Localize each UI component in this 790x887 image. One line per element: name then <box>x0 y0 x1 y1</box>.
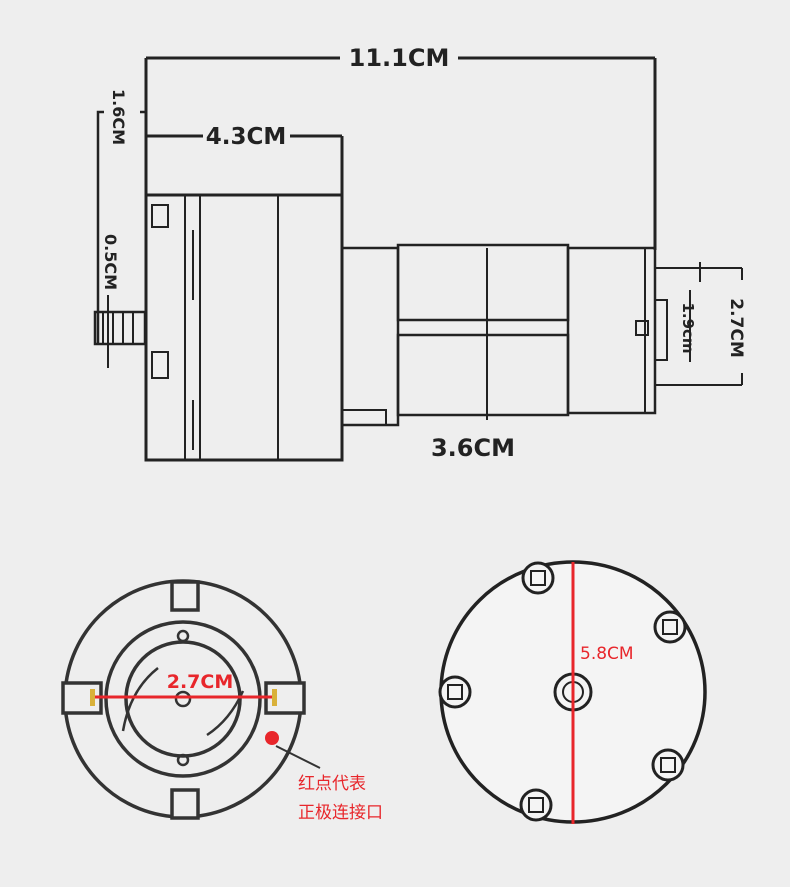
terminal-positive <box>272 689 277 706</box>
note-line-2: 正极连接口 <box>298 803 383 823</box>
motor-body <box>396 243 570 322</box>
terminal-spacing-label: 2.7CM <box>167 671 234 693</box>
note-line-1: 红点代表 <box>298 774 366 794</box>
side-view <box>93 56 743 462</box>
pump-head-body <box>144 193 344 462</box>
motor-end-view <box>61 579 321 820</box>
pump-head-diameter-label: 5.8CM <box>580 644 634 664</box>
end-cap-diameter-label: 2.7CM <box>726 298 746 358</box>
nozzle <box>93 310 147 346</box>
positive-terminal-note: 红点代表 正极连接口 <box>298 770 383 828</box>
shaft-boss-label: 1.9cm <box>679 302 697 353</box>
total-length-label: 11.1CM <box>349 44 450 72</box>
nozzle-length-label: 1.6CM <box>109 89 128 145</box>
terminal-negative <box>90 689 95 706</box>
nozzle-diameter-label: 0.5CM <box>101 234 120 290</box>
motor-diameter-label: 3.6CM <box>431 434 515 462</box>
positive-marker-dot <box>265 731 279 745</box>
pump-head-length-label: 4.3CM <box>206 124 287 150</box>
pump-head-view <box>438 560 707 824</box>
coupling <box>340 246 400 427</box>
